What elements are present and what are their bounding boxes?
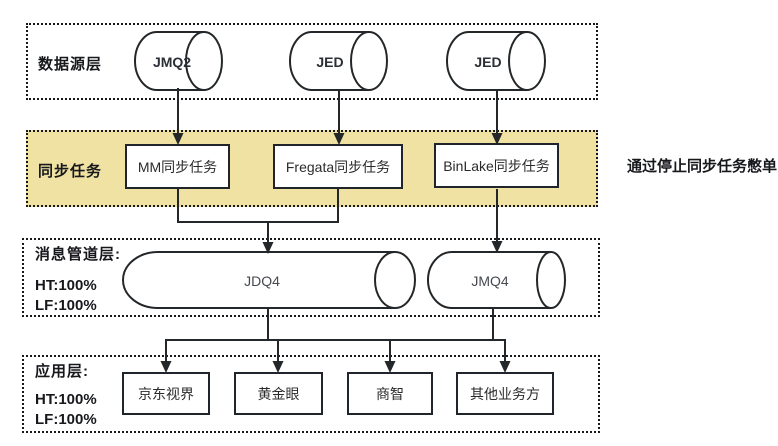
pipeline-lf-stat: LF:100%: [35, 297, 97, 314]
sync-layer-label: 同步任务: [38, 163, 103, 180]
task-node-binlake-sync: BinLake同步任务: [434, 143, 559, 188]
layer-datasource: [26, 23, 598, 100]
app-node-shangzhi-label: 商智: [376, 385, 404, 402]
jed-cylinder-2: [446, 31, 546, 91]
datasource-layer-label: 数据源层: [38, 56, 103, 73]
jmq2-cylinder-label: JMQ2: [152, 54, 192, 70]
jmq2-cylinder: [134, 31, 223, 91]
app-node-shangzhi: 商智: [347, 372, 433, 415]
app-node-huangjinyan-label: 黄金眼: [257, 385, 300, 402]
task-node-fregata-sync-label: Fregata同步任务: [285, 158, 391, 175]
task-node-binlake-sync-label: BinLake同步任务: [443, 157, 550, 174]
app-node-huangjinyan: 黄金眼: [234, 372, 323, 415]
merge-mm-fregata-to-jdq4: [177, 189, 339, 254]
arrow-jmq2-to-mm: [172, 88, 184, 145]
pipeline-layer-label: 消息管道层:: [35, 246, 121, 263]
jmq4-cylinder-label: JMQ4: [471, 273, 509, 289]
application-lf-stat: LF:100%: [35, 411, 97, 428]
jed-cylinder-2-label: JED: [474, 54, 502, 70]
stop-sync-annotation: 通过停止同步任务憋单: [627, 158, 778, 175]
task-node-fregata-sync: Fregata同步任务: [273, 144, 403, 189]
jed-cylinder-1: [289, 31, 388, 91]
arrow-jed2-to-binlake: [491, 91, 503, 145]
layer-application: [22, 355, 600, 433]
app-node-other-business: 其他业务方: [456, 372, 554, 415]
app-node-jd-shijie: 京东视界: [122, 372, 210, 415]
task-node-mm-sync-label: MM同步任务: [137, 158, 218, 175]
jed-cylinder-1-label: JED: [316, 54, 344, 70]
jdq4-cylinder-label: JDQ4: [244, 273, 280, 289]
jmq4-cylinder: [427, 251, 566, 309]
task-node-mm-sync: MM同步任务: [125, 144, 230, 189]
pipeline-ht-stat: HT:100%: [35, 277, 97, 294]
application-layer-label: 应用层:: [35, 363, 89, 380]
jdq4-cylinder: [122, 251, 416, 309]
arrow-binlake-to-jmq4: [491, 189, 503, 253]
app-node-other-business-label: 其他业务方: [470, 385, 540, 402]
app-node-jd-shijie-label: 京东视界: [138, 385, 194, 402]
layer-message-pipeline: [22, 238, 600, 317]
bus-pipeline-to-apps: [160, 308, 511, 373]
arrow-jed1-to-fregata: [333, 90, 345, 145]
application-ht-stat: HT:100%: [35, 391, 97, 408]
